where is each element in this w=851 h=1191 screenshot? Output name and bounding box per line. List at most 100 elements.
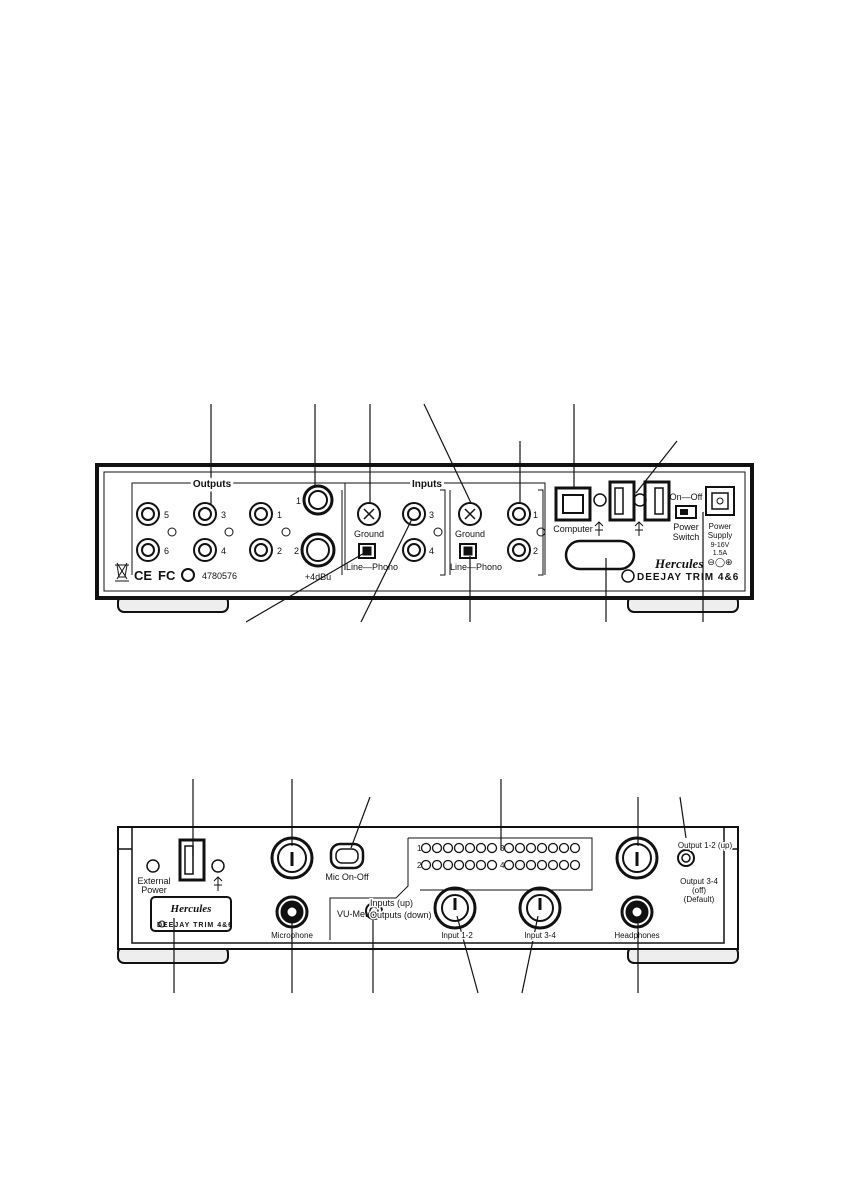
output-jack-1[interactable] [249,502,273,526]
input-jack-4[interactable] [402,538,426,562]
power-switch[interactable] [675,505,697,519]
line-phono-switch-b[interactable] [459,543,477,559]
front-usb-led [211,859,225,873]
external-power-label-1: External [137,876,170,886]
mic-on-off-button[interactable] [329,842,365,870]
output-number-5: 5 [164,510,169,520]
line-phono-switch-a[interactable] [358,543,376,559]
vu-led [503,859,515,871]
output-jack-4[interactable] [193,538,217,562]
balanced-output-2[interactable] [300,532,336,568]
output-select-switch[interactable] [677,849,695,867]
vu-number-3: 3 [500,844,505,853]
usb-a-port-2[interactable] [643,480,671,522]
vu-led [453,859,465,871]
usb-symbol-icon [634,521,644,536]
vu-led [514,842,526,854]
ce-mark: CE [134,568,152,583]
output-number-3: 3 [221,510,226,520]
external-power-label-2: Power [141,885,167,895]
balanced-output-1[interactable] [302,484,334,516]
external-power-led [146,859,160,873]
output-number-4: 4 [221,546,226,556]
power-supply-socket[interactable] [705,486,735,516]
inputs-up-label: Inputs (up) [370,898,413,908]
input-number-3: 3 [429,510,434,520]
xlr-number-1: 1 [296,496,301,506]
output-jack-3[interactable] [193,502,217,526]
power-switch-label-1: Power [673,522,699,532]
vu-led [475,859,487,871]
power-switch-label-2: Switch [673,532,700,542]
vu-led [558,859,570,871]
output-jack-2[interactable] [249,538,273,562]
front-inner-panel [131,826,725,944]
outputs-label: Outputs [193,479,232,490]
input-3-4-knob[interactable] [518,886,562,930]
rear-callout-lines [210,403,704,623]
output-jacks [136,502,291,562]
fc-mark: FC [158,568,176,583]
vu-led [420,842,432,854]
c-tick-icon [181,568,195,582]
front-usb-a-port[interactable] [178,838,206,882]
brand-logo-text: Hercules [654,556,703,571]
vu-led [558,842,570,854]
inputs-bracket [345,482,546,575]
rear-chassis [95,463,754,600]
front-model-name: DEEJAY TRIM 4&6 [157,922,233,929]
vu-led [442,859,454,871]
vu-led [453,842,465,854]
inputs-sub-bracket-b [449,489,544,576]
vu-led [525,842,537,854]
output-jack-5[interactable] [136,502,160,526]
vu-led-rows [420,842,581,871]
input-jack-3[interactable] [402,502,426,526]
weee-bin-icon [115,562,129,582]
microphone-label: Microphone [271,931,313,940]
vu-number-4: 4 [500,861,505,870]
vu-led [464,842,476,854]
headphones-level-knob[interactable] [615,836,659,880]
front-brand-text: Hercules [170,903,212,915]
inputs-label: Inputs [412,479,442,490]
usb-symbol-icon [594,521,604,536]
vu-led [547,859,559,871]
security-slot [564,539,636,571]
vu-led [569,842,581,854]
front-brand-plate [150,896,232,932]
usb-b-computer-port[interactable] [554,486,592,522]
rear-labels: Outputs Inputs 5 3 1 6 4 2 1 2 +4dBu Gro… [134,477,738,584]
output-jack-6[interactable] [136,538,160,562]
rear-inner-frame [103,471,746,592]
ground-label-b: Ground [455,529,485,539]
output-number-2: 2 [277,546,282,556]
power-supply-label-3: 9-16V [711,542,730,549]
input-jack-2[interactable] [507,538,531,562]
line-phono-label-b: Line—Phono [450,562,502,572]
vu-led [442,842,454,854]
power-supply-label-2: Supply [708,531,732,540]
vu-meter-switch[interactable] [365,902,383,920]
input-number-2: 2 [533,546,538,556]
headphones-jack[interactable] [620,895,654,929]
ground-label-a: Ground [354,529,384,539]
input-jack-1[interactable] [507,502,531,526]
ground-screw-b[interactable] [458,502,482,526]
polarity-icon: ⊖◯⊕ [707,557,732,568]
input-number-4: 4 [429,546,434,556]
vu-led [514,859,526,871]
output-3-4-label-1: Output 3-4 [680,877,718,886]
ground-screw-a[interactable] [357,502,381,526]
rear-panel [95,463,754,613]
front-chassis [117,826,739,950]
output-1-2-label: Output 1-2 (up) [678,841,733,850]
vu-led [431,859,443,871]
input-1-2-knob[interactable] [433,886,477,930]
front-callout-lines [173,779,687,994]
mic-on-off-label: Mic On-Off [325,872,369,882]
vu-led [475,842,487,854]
vu-led [547,842,559,854]
line-phono-label-a: Line—Phono [346,562,398,572]
vu-led [569,859,581,871]
